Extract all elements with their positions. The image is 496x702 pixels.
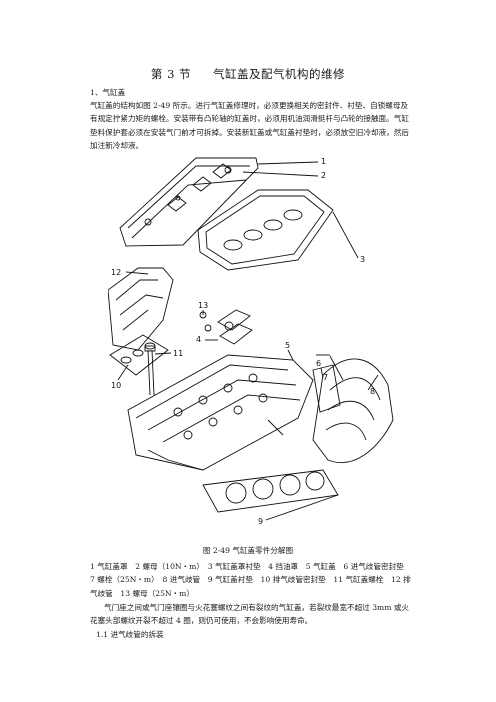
- cylinder-head-exploded-diagram: 1 2 3 12 13 4 5 11 10 6 7 8 9: [107, 157, 394, 526]
- callout-10: 10: [111, 381, 121, 390]
- figure-legend: 1 气缸盖罩 2 螺母（10N・m） 3 气缸盖罩衬垫 4 挡油罩 5 气缸盖 …: [90, 562, 412, 598]
- subsection-heading-intake-manifold: 1.1 进气歧管的拆装: [96, 630, 164, 639]
- exploded-view-figure: 1 2 3 12 13 4 5 11 10 6 7 8 9: [107, 150, 398, 540]
- subsection-heading-cylinder-head: 1、气缸盖: [90, 88, 126, 97]
- callout-2: 2: [321, 171, 326, 180]
- section-heading: 气缸盖及配气机构的维修: [213, 67, 346, 81]
- callout-12: 12: [111, 268, 121, 277]
- callout-13: 13: [198, 301, 208, 310]
- callout-5: 5: [285, 341, 290, 350]
- callout-1: 1: [321, 157, 326, 166]
- paragraph-intro: 气缸盖的结构如图 2-49 所示。进行气缸盖修理时，必须更换相关的密封件、衬垫、…: [90, 101, 409, 151]
- section-number: 第 3 节: [150, 67, 192, 81]
- figure-caption: 图 2-49 气缸盖零件分解图: [202, 546, 294, 555]
- callout-3: 3: [360, 255, 365, 264]
- callout-8: 8: [370, 387, 375, 396]
- callout-7: 7: [323, 373, 328, 382]
- section-title: 第 3 节 气缸盖及配气机构的维修: [0, 66, 496, 82]
- callout-4: 4: [196, 335, 201, 344]
- callout-6: 6: [316, 359, 321, 368]
- callout-9: 9: [258, 517, 263, 526]
- callout-11: 11: [173, 349, 183, 358]
- paragraph-crack-note: 气门座之间或气门座镶圈与火花塞螺纹之间有裂纹的气缸盖，若裂纹最宽不超过 3mm …: [90, 603, 410, 626]
